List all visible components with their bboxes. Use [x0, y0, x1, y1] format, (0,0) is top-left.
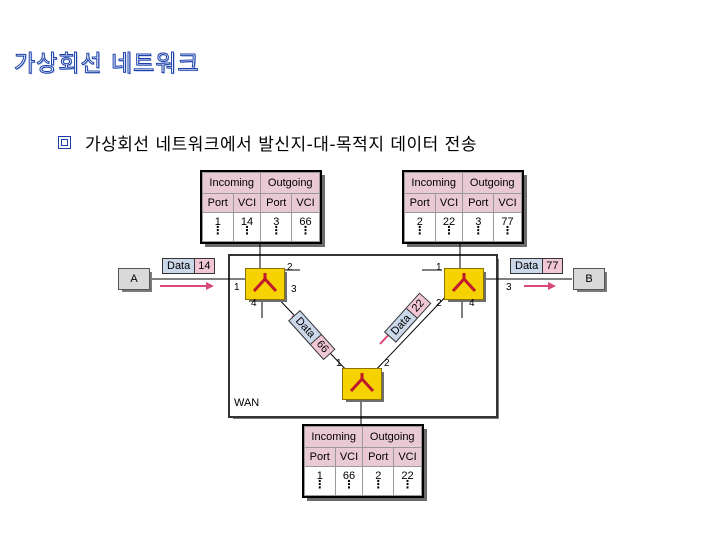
checkbox-bullet-icon — [58, 136, 71, 149]
col-vci: VCI — [434, 193, 464, 213]
port-label: 3 — [291, 284, 297, 295]
bullet-item: 가상회선 네트워크에서 발신지-대-목적지 데이터 전송 — [58, 130, 477, 155]
table-cell: 3⋮ — [462, 212, 495, 242]
table-cell: 1⋮ — [304, 466, 336, 496]
port-label: 1 — [336, 358, 342, 369]
table-header-outgoing: Outgoing — [362, 426, 422, 448]
col-port: Port — [362, 447, 395, 467]
table-cell: 66⋮ — [291, 212, 320, 242]
col-vci: VCI — [334, 447, 364, 467]
host-b: B — [573, 268, 605, 290]
bullet-text: 가상회선 네트워크에서 발신지-대-목적지 데이터 전송 — [85, 135, 477, 155]
port-label: 1 — [234, 282, 240, 293]
port-label: 3 — [506, 282, 512, 293]
col-vci: VCI — [393, 447, 422, 467]
col-vci: VCI — [493, 193, 522, 213]
col-port: Port — [404, 193, 436, 213]
link-right-bottom — [371, 291, 451, 375]
port-label: 2 — [436, 298, 442, 309]
switch-bottom-icon — [342, 368, 382, 400]
table-cell: 77⋮ — [493, 212, 522, 242]
port-label: 2 — [384, 358, 390, 369]
table-cell: 2⋮ — [404, 212, 436, 242]
port-label: 1 — [436, 262, 442, 273]
col-vci: VCI — [232, 193, 262, 213]
table-header-incoming: Incoming — [303, 426, 364, 448]
table-cell: 22⋮ — [434, 212, 464, 242]
host-a: A — [118, 268, 150, 290]
table-cell: 3⋮ — [260, 212, 293, 242]
table-cell: 2⋮ — [362, 466, 395, 496]
table-header-incoming: Incoming — [403, 172, 464, 194]
table-cell: 22⋮ — [393, 466, 422, 496]
col-vci: VCI — [291, 193, 320, 213]
col-port: Port — [260, 193, 293, 213]
port-label: 2 — [287, 262, 293, 273]
port-label: 4 — [469, 298, 475, 309]
table-header-incoming: Incoming — [201, 172, 262, 194]
table-cell: 14⋮ — [232, 212, 262, 242]
wan-label: WAN — [234, 397, 260, 409]
col-port: Port — [304, 447, 336, 467]
arrow-b-head — [548, 282, 556, 290]
table-header-outgoing: Outgoing — [260, 172, 320, 194]
switch-right-icon — [444, 268, 484, 300]
table-cell: 1⋮ — [202, 212, 234, 242]
table-header-outgoing: Outgoing — [462, 172, 522, 194]
col-port: Port — [202, 193, 234, 213]
table-cell: 66⋮ — [334, 466, 364, 496]
port-label: 4 — [251, 298, 257, 309]
arrow-a-head — [206, 282, 214, 290]
page-title: 가상회선 네트워크 — [14, 51, 200, 78]
switch-left-icon — [245, 268, 285, 300]
col-port: Port — [462, 193, 495, 213]
